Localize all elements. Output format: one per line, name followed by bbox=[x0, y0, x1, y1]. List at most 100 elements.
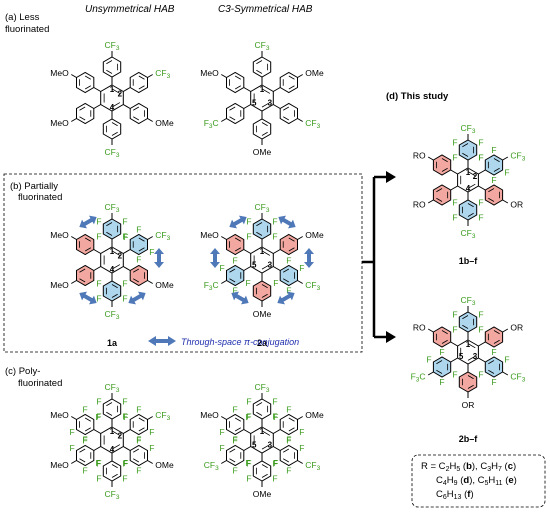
aryl-ring bbox=[129, 71, 148, 94]
aryl-ring bbox=[226, 444, 245, 467]
para-bond bbox=[221, 236, 227, 240]
double-bond bbox=[138, 417, 145, 422]
double-bond bbox=[261, 131, 268, 136]
header-unsymmetrical: Unsymmetrical HAB bbox=[85, 4, 175, 15]
anisyl-ring bbox=[432, 326, 452, 348]
terminal-group: MeO bbox=[50, 230, 69, 240]
f3c-group: F3C bbox=[204, 118, 219, 130]
aryl-bond bbox=[93, 429, 101, 434]
fluorine-atom: F bbox=[272, 474, 277, 484]
double-bond bbox=[111, 430, 121, 436]
through-space-legend: Through-space π-conjugation bbox=[148, 336, 299, 347]
double-bond bbox=[229, 278, 236, 283]
para-bond bbox=[221, 416, 227, 420]
double-bond bbox=[106, 231, 113, 236]
aryl-bond bbox=[243, 266, 251, 271]
aryl-bond bbox=[123, 266, 131, 271]
position-number: 2 bbox=[118, 90, 123, 99]
aryl-bond bbox=[243, 249, 251, 254]
position-number: 1 bbox=[110, 247, 115, 256]
cf3-group: CF3 bbox=[155, 230, 170, 242]
aryl-bond bbox=[273, 429, 281, 434]
fluorine-atom: F bbox=[452, 213, 457, 223]
aryl-ring bbox=[226, 102, 245, 125]
double-bond bbox=[467, 212, 474, 217]
section-a-label-1: (a) Less bbox=[5, 12, 40, 23]
fluorine-atom: F bbox=[122, 294, 127, 304]
aryl-bond bbox=[478, 169, 486, 175]
double-arrow-shape bbox=[278, 215, 296, 229]
para-bond bbox=[297, 280, 303, 284]
double-bond bbox=[441, 158, 448, 163]
aryl-ring bbox=[279, 264, 298, 287]
fluorine-atom: F bbox=[286, 435, 291, 445]
position-number: 1 bbox=[260, 427, 265, 436]
aryl-ring bbox=[432, 356, 452, 378]
double-bond bbox=[261, 293, 268, 298]
fluorine-atom: F bbox=[286, 256, 291, 266]
aryl-ring bbox=[279, 102, 298, 125]
double-bond bbox=[493, 158, 500, 163]
fluorine-atom: F bbox=[96, 458, 101, 468]
double-arrow-icon bbox=[148, 336, 176, 346]
double-bond bbox=[493, 330, 500, 335]
double-bond bbox=[106, 402, 113, 407]
fluorine-atom: F bbox=[491, 347, 496, 357]
position-number: 2 bbox=[118, 252, 123, 261]
para-bond bbox=[71, 118, 77, 122]
para-bond bbox=[71, 416, 77, 420]
terminal-group: OMe bbox=[305, 410, 324, 420]
position-number: 1 bbox=[466, 340, 471, 349]
terminal-group: OR bbox=[462, 400, 475, 410]
double-bond bbox=[462, 152, 469, 157]
aryl-ring bbox=[102, 460, 122, 482]
double-bond bbox=[256, 402, 263, 407]
double-bond bbox=[436, 188, 443, 193]
fluorine-atom: F bbox=[452, 138, 457, 148]
para-bond bbox=[147, 74, 153, 78]
double-arrow-shape bbox=[229, 215, 247, 229]
para-bond bbox=[147, 460, 153, 464]
double-bond bbox=[467, 343, 476, 349]
double-arrow-shape bbox=[231, 291, 249, 305]
section-b-label-1: (b) Partially bbox=[10, 181, 58, 192]
anisyl-ring bbox=[458, 371, 478, 393]
compound-id: 1b–f bbox=[459, 256, 479, 266]
fluorine-atom: F bbox=[70, 427, 75, 437]
fluorine-atom: F bbox=[123, 232, 128, 242]
double-bond bbox=[79, 116, 86, 121]
double-bond bbox=[436, 360, 443, 365]
terminal-group: MeO bbox=[50, 68, 69, 78]
fluorine-atom: F bbox=[273, 412, 278, 422]
f3c-group: F3C bbox=[204, 280, 219, 292]
fluorine-atom: F bbox=[478, 138, 483, 148]
fluorine-atom: F bbox=[122, 217, 127, 227]
double-bond bbox=[111, 284, 118, 289]
fluorine-atom: F bbox=[123, 412, 128, 422]
cf3-group: CF3 bbox=[305, 280, 320, 292]
aryl-ring bbox=[252, 460, 272, 482]
fluorine-atom: F bbox=[83, 436, 88, 446]
aryl-bond bbox=[478, 357, 486, 363]
double-bond bbox=[111, 131, 118, 136]
aryl-bond bbox=[450, 341, 458, 347]
double-bond bbox=[288, 75, 295, 80]
double-arrow-icon bbox=[79, 215, 97, 229]
terminal-group: OMe bbox=[155, 280, 174, 290]
double-bond bbox=[133, 448, 140, 453]
position-number: 5 bbox=[252, 261, 257, 270]
double-bond bbox=[283, 448, 290, 453]
double-bond bbox=[288, 237, 295, 242]
aryl-bond bbox=[273, 104, 281, 109]
aryl-ring bbox=[129, 102, 148, 125]
para-bond bbox=[297, 236, 303, 240]
aryl-bond bbox=[123, 249, 131, 254]
fluorine-atom: F bbox=[478, 153, 483, 163]
terminal-group: RO bbox=[413, 151, 426, 161]
position-number: 5 bbox=[252, 99, 257, 108]
double-bond bbox=[79, 278, 86, 283]
aryl-bond bbox=[450, 357, 458, 363]
